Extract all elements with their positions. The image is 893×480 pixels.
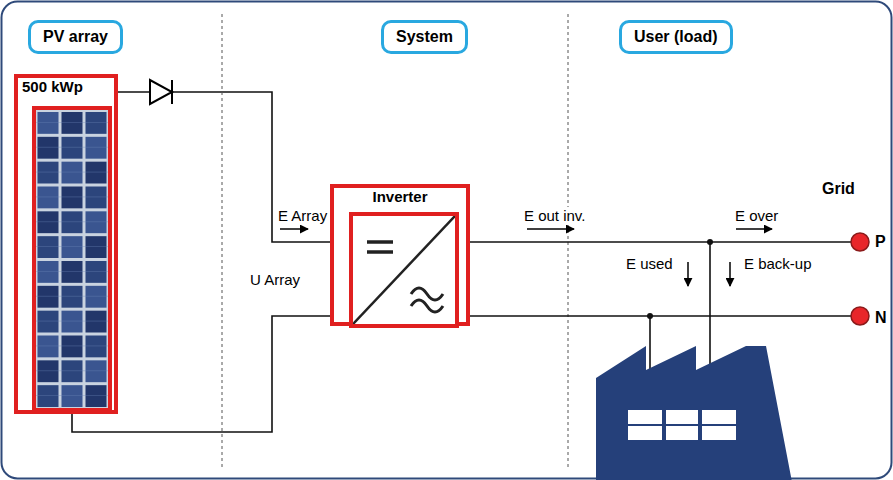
flow-arrow <box>280 228 308 230</box>
flow-arrow <box>527 228 574 230</box>
section-header: PV array <box>28 20 123 54</box>
grid-terminal <box>851 233 869 251</box>
section-header: System <box>381 20 468 54</box>
node-title: Inverter <box>334 188 466 206</box>
energy-label: E used <box>624 255 675 273</box>
section-title: System <box>396 28 453 46</box>
section-divider <box>222 14 223 470</box>
pv-panel-frame <box>32 106 112 412</box>
dc-wire <box>100 92 349 242</box>
node-title: 500 kWp <box>18 78 114 96</box>
energy-label: E Array <box>276 207 329 225</box>
diode-symbol <box>150 80 172 104</box>
terminal-label: P <box>873 233 888 251</box>
energy-label: E out inv. <box>522 207 587 225</box>
voltage-label: U Array <box>248 271 302 289</box>
section-header: User (load) <box>619 20 733 54</box>
pv-array-node: 500 kWp <box>14 74 118 414</box>
energy-label: E back-up <box>742 255 814 273</box>
solar-panel-picture <box>36 110 108 408</box>
section-title: User (load) <box>634 28 718 46</box>
inverter-box <box>349 212 459 328</box>
energy-label: E over <box>733 207 780 225</box>
grid-wire <box>455 241 851 243</box>
flow-arrow <box>736 228 772 230</box>
flow-arrow <box>729 262 731 286</box>
load-wire <box>649 316 651 372</box>
grid-label: Grid <box>820 180 857 198</box>
flow-arrow <box>687 262 689 286</box>
inverter-symbol <box>353 216 455 324</box>
inverter-node: Inverter <box>330 184 470 326</box>
section-title: PV array <box>43 28 108 46</box>
terminal-label: N <box>873 309 889 327</box>
grid-terminal <box>851 307 869 325</box>
load-wire <box>709 242 711 372</box>
junction-dot <box>707 239 713 245</box>
factory-icon <box>596 346 792 480</box>
junction-dot <box>647 313 653 319</box>
